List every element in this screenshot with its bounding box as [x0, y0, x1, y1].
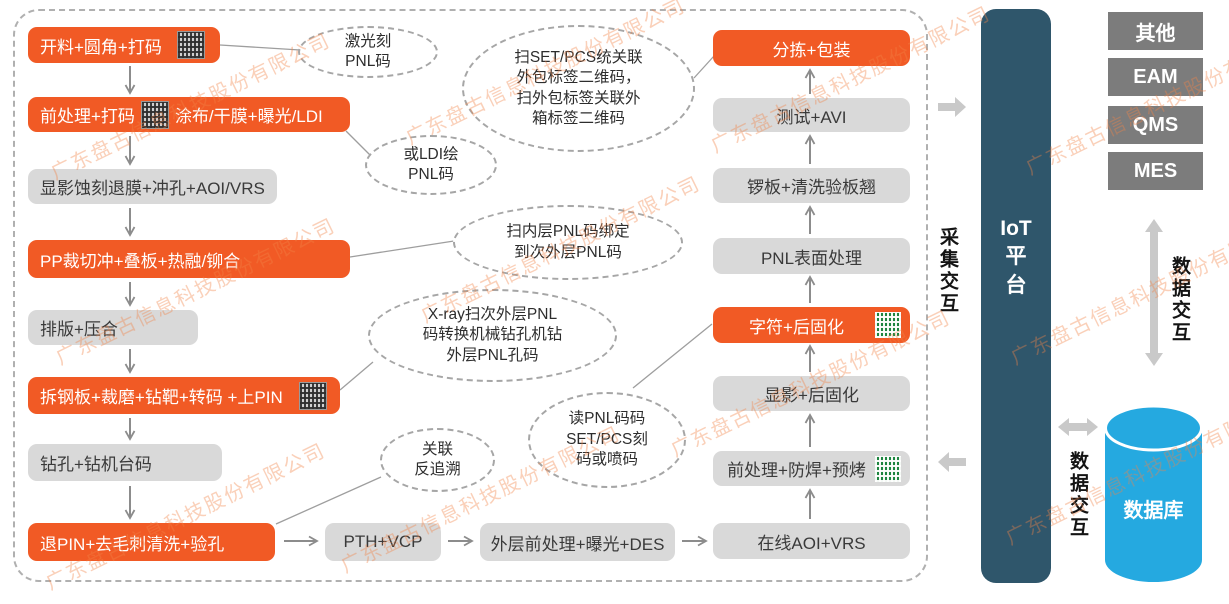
system-label: MES [1133, 159, 1178, 182]
note-text: 扫SET/PCS统关联 外包标签二维码， 扫外包标签关联外 箱标签二维码 [514, 48, 643, 127]
step-label: 字符+后固化 [749, 317, 844, 337]
iot-platform-label: IoT 平台 [981, 215, 1051, 300]
step-label: 排版+压合 [40, 320, 118, 339]
exchange-block-arrows [938, 97, 1163, 472]
process-step-soldermask-prebake: 前处理+防焊+预烤 [713, 451, 910, 486]
note-xray-scan: X-ray扫次外层PNL 码转换机械钻孔机钻 外层PNL孔码 [368, 289, 617, 382]
process-step-test-avi: 测试+AVI [713, 98, 910, 132]
iot-label-line: 平 [1005, 245, 1027, 269]
data-exchange-label-top: 数据交互 [1169, 256, 1190, 344]
process-step-routing-clean: 锣板+清洗验板翘 [713, 168, 910, 203]
process-step-pth-vcp: PTH+VCP [325, 523, 441, 561]
process-step-pp-cut-stack: PP裁切冲+叠板+热融/铆合 [28, 240, 350, 278]
qr-code-icon [875, 455, 901, 482]
system-label: QMS [1132, 113, 1179, 136]
database-cylinder: 数据库 [1104, 404, 1203, 584]
note-text: 激光刻 PNL码 [344, 32, 392, 70]
process-flow-container [13, 9, 928, 582]
arrow-to-iot [938, 97, 966, 117]
process-step-legend-postcure: 字符+后固化 [713, 307, 910, 343]
step-label: 涂布/干膜+曝光/LDI [174, 107, 323, 126]
collect-exchange-label: 采集交互 [937, 227, 958, 315]
note-text: 读PNL码码 SET/PCS刻 码或喷码 [566, 410, 648, 469]
process-step-develop-etch-strip: 显影蚀刻退膜+冲孔+AOI/VRS [28, 169, 277, 204]
step-label: 拆钢板+裁磨+钻靶+转码 +上PIN [40, 388, 283, 407]
note-ldi-pnl-code: 或LDI绘 PNL码 [365, 135, 497, 195]
iot-platform-column: IoT 平台 [981, 9, 1051, 583]
step-label: PTH+VCP [343, 532, 423, 551]
process-step-develop-postcure: 显影+后固化 [713, 376, 910, 411]
system-label: 其他 [1135, 22, 1176, 45]
qr-code-icon [875, 312, 901, 338]
data-exchange-label-db: 数据交互 [1067, 451, 1088, 539]
datamatrix-code-icon [299, 381, 327, 410]
step-label: PNL表面处理 [760, 248, 863, 268]
system-box-eam: EAM [1108, 58, 1203, 96]
iot-label-line: 台 [1005, 273, 1027, 297]
note-laser-pnl-code: 激光刻 PNL码 [298, 26, 438, 78]
step-label: 前处理+打码 [40, 107, 135, 126]
database-shape [1104, 404, 1203, 582]
step-label: 显影蚀刻退膜+冲孔+AOI/VRS [40, 179, 265, 198]
note-text: X-ray扫次外层PNL 码转换机械钻孔机钻 外层PNL孔码 [422, 305, 563, 364]
note-scan-inner-bind: 扫内层PNL码绑定 到次外层PNL码 [453, 205, 683, 280]
step-label: 在线AOI+VRS [757, 533, 866, 553]
arrow-from-iot [938, 452, 966, 472]
step-label: 钻孔+钻机台码 [40, 455, 152, 474]
step-label: 前处理+防焊+预烤 [727, 461, 866, 480]
arrow-systems-db [1145, 219, 1163, 366]
database-label: 数据库 [1123, 500, 1184, 522]
step-label: 锣板+清洗验板翘 [747, 178, 876, 197]
step-label: 外层前处理+曝光+DES [490, 534, 665, 554]
step-label: 测试+AVI [776, 107, 847, 127]
process-step-layup-lamination: 排版+压合 [28, 310, 198, 345]
step-label: PP裁切冲+叠板+热融/铆合 [40, 251, 241, 271]
step-label: 退PIN+去毛刺清洗+验孔 [40, 534, 225, 554]
note-text: 关联 反追溯 [414, 440, 461, 478]
process-step-drilling: 钻孔+钻机台码 [28, 444, 222, 481]
note-reverse-trace: 关联 反追溯 [380, 428, 495, 492]
arrow-iot-db [1058, 418, 1098, 436]
datamatrix-code-icon [177, 31, 205, 59]
process-step-sorting-packing: 分拣+包装 [713, 30, 910, 66]
step-label: 显影+后固化 [764, 386, 859, 405]
iot-label-line: IoT [1000, 217, 1032, 240]
note-scan-set-pcs-labels: 扫SET/PCS统关联 外包标签二维码， 扫外包标签关联外 箱标签二维码 [462, 25, 695, 152]
process-step-cutting: 开料+圆角+打码 [28, 27, 220, 63]
system-box-other: 其他 [1108, 12, 1203, 50]
note-text: 或LDI绘 PNL码 [403, 145, 459, 183]
note-text: 扫内层PNL码绑定 到次外层PNL码 [506, 223, 630, 261]
process-step-pretreat-coding: 前处理+打码 涂布/干膜+曝光/LDI [28, 97, 350, 132]
process-step-outer-pretreat-des: 外层前处理+曝光+DES [480, 523, 675, 561]
note-read-pnl-code: 读PNL码码 SET/PCS刻 码或喷码 [528, 392, 686, 488]
step-label: 分拣+包装 [772, 40, 851, 60]
system-label: EAM [1133, 65, 1178, 88]
process-step-pin-removal-clean: 退PIN+去毛刺清洗+验孔 [28, 523, 275, 561]
process-step-pnl-surface-finish: PNL表面处理 [713, 238, 910, 274]
system-box-mes: MES [1108, 152, 1203, 190]
step-label: 开料+圆角+打码 [40, 37, 162, 57]
datamatrix-code-icon [140, 100, 169, 129]
process-step-online-aoi-vrs: 在线AOI+VRS [713, 523, 910, 559]
system-box-qms: QMS [1108, 106, 1203, 144]
process-step-depanel-drill-target: 拆钢板+裁磨+钻靶+转码 +上PIN [28, 377, 340, 414]
